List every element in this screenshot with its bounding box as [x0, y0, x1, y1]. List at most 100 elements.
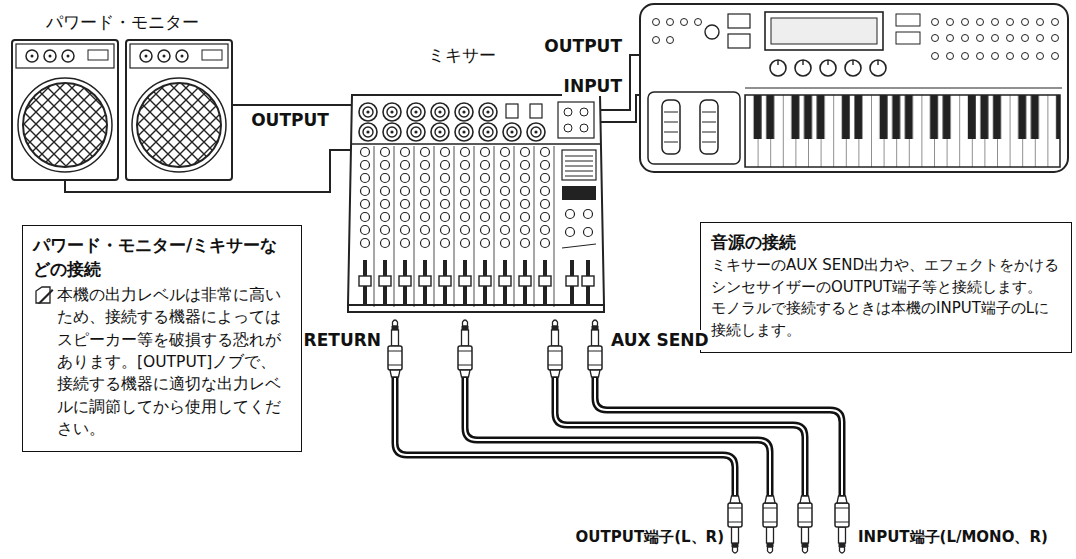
mixer-illustration-part	[564, 108, 572, 116]
mixer-illustration-part	[348, 305, 604, 312]
monitor-wires-part	[232, 104, 241, 106]
port-label: INPUT	[562, 76, 624, 96]
note-body: ミキサーのAUX SEND出力や、エフェクトをかけるシンセサイザーのOUTPUT…	[711, 255, 1061, 299]
mixer-illustration-part	[562, 150, 596, 180]
mixer-illustration-part	[479, 123, 497, 141]
keyboard-illustration-part-part	[932, 35, 939, 42]
keyboard-illustration-part-part	[1007, 35, 1014, 42]
signal-wire	[240, 104, 340, 106]
phone-plugs-part	[548, 320, 562, 377]
keyboard-illustration-part-part	[962, 35, 969, 42]
mixer-illustration-part	[503, 123, 521, 141]
keyboard-illustration-part	[896, 14, 920, 26]
keyboard-illustration	[640, 4, 1068, 172]
mixer-illustration-part	[479, 103, 497, 121]
keyboard-illustration-part	[705, 25, 719, 39]
mixer-illustration-part	[566, 210, 575, 219]
phone-plugs	[388, 320, 849, 553]
keyboard-illustration-part	[667, 19, 674, 26]
monitor-cabinet	[12, 40, 118, 180]
mixer-illustration-part	[383, 103, 401, 121]
cables-part-part	[465, 378, 770, 495]
keyboard-illustration-part-part	[1052, 19, 1059, 26]
keyboard-illustration-part	[745, 95, 1060, 167]
keyboard-illustration-part	[664, 112, 716, 142]
port-label: OUTPUT	[542, 36, 624, 56]
keyboard-wires-part	[601, 95, 640, 122]
mixer-illustration-part	[399, 146, 414, 307]
phone-plugs-part	[458, 320, 472, 377]
mixer-illustration-part	[431, 103, 449, 121]
mixer-illustration-part	[580, 124, 588, 132]
cables-part-part	[395, 378, 735, 495]
keyboard-illustration-part	[700, 100, 718, 154]
mixer-illustration-part	[407, 123, 425, 141]
mixer-illustration-part	[479, 146, 494, 307]
keyboard-illustration-part-part	[947, 19, 954, 26]
keyboard-illustration-part-part	[1007, 19, 1014, 26]
keyboard-illustration-part-part	[1037, 53, 1044, 60]
keyboard-illustration-part-part	[932, 19, 939, 26]
keyboard-illustration-part	[667, 37, 674, 44]
cables	[395, 377, 842, 496]
keyboard-illustration-part	[771, 18, 877, 44]
keyboard-illustration-part-part	[977, 19, 984, 26]
keyboard-illustration-part-part	[932, 53, 939, 60]
note-box: 音源の接続ミキサーのAUX SEND出力や、エフェクトをかけるシンセサイザーのO…	[700, 222, 1072, 353]
keyboard-illustration-part-part	[977, 35, 984, 42]
mixer-illustration-part	[530, 104, 542, 118]
note-body: モノラルで接続するときは本機のINPUT端子のLに接続します。	[711, 298, 1061, 342]
keyboard-illustration-part-part	[962, 19, 969, 26]
port-label: RETURN	[302, 330, 383, 350]
device-name: パワード・モニター	[5, 11, 240, 33]
keyboard-illustration-part	[681, 19, 688, 26]
keyboard-illustration-part	[648, 92, 740, 164]
caution-icon	[34, 285, 54, 305]
cables-part-part	[465, 377, 770, 496]
keyboard-illustration-part-part	[1022, 35, 1029, 42]
mixer-illustration-part	[566, 276, 578, 286]
mixer-illustration-part	[383, 123, 401, 141]
keyboard-illustration-part-part	[1037, 35, 1044, 42]
monitor-wires-part	[65, 150, 352, 192]
keyboard-illustration-part	[778, 60, 878, 65]
mixer-illustration-part	[565, 156, 593, 176]
mixer-illustration-part	[455, 123, 473, 141]
keyboard-illustration-part	[653, 19, 660, 26]
monitor-device: パワード・モニター	[5, 5, 240, 182]
note-body: 本機の出力レベルは非常に高いため、接続する機器によってはスピーカー等を破損する恐…	[57, 284, 291, 441]
note-heading: 音源の接続	[711, 231, 1061, 255]
cables-part	[395, 378, 842, 495]
keyboard-illustration-part	[728, 14, 750, 28]
keyboard-illustration-part-part	[1052, 53, 1059, 60]
keyboard-illustration-part-part	[947, 35, 954, 42]
keyboard-illustration-part	[745, 87, 1062, 88]
mixer-illustration-part	[431, 123, 449, 141]
keyboard-illustration-part-part	[1037, 19, 1044, 26]
keyboard-illustration-part-part	[962, 53, 969, 60]
phone-plugs-part	[835, 496, 849, 553]
mixer-illustration-part	[407, 103, 425, 121]
monitor-cabinet	[126, 40, 232, 180]
keyboard-illustration-part-part	[1022, 53, 1029, 60]
phone-plugs-part	[728, 496, 742, 553]
mixer-illustration-part	[562, 186, 596, 200]
phone-plugs-part	[798, 496, 812, 553]
mixer-illustration-part	[584, 228, 593, 237]
mixer-illustration-part	[352, 143, 601, 145]
keyboard-illustration-part	[896, 32, 920, 44]
mixer-illustration-part	[459, 146, 474, 307]
device-name: ミキサー	[428, 44, 496, 66]
mixer-illustration-part	[419, 146, 434, 307]
keyboard-illustration-part-part	[1022, 19, 1029, 26]
keyboard-illustration-part	[640, 4, 1068, 172]
keyboard-illustration-part-part	[992, 53, 999, 60]
mixer-illustration-part	[564, 124, 572, 132]
mixer-illustration-part	[580, 108, 588, 116]
keyboard-illustration-part-part	[947, 53, 954, 60]
port-label: INPUT端子(L/MONO、R)	[856, 528, 1050, 546]
mixer-illustration-part	[562, 244, 596, 248]
wire-label: OUTPUT	[248, 110, 332, 130]
